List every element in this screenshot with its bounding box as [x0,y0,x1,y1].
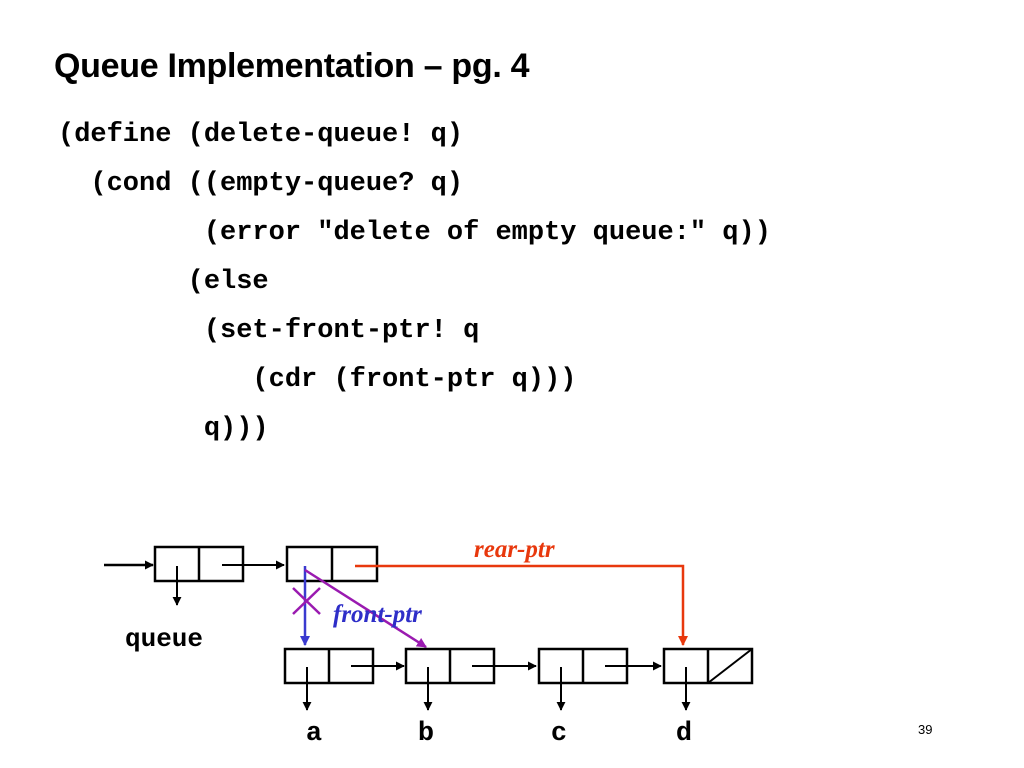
null-slash-icon [707,648,753,684]
new-front-ptr-arrow [304,568,427,649]
list-pair-d [662,647,754,685]
element-label-b: b [418,719,434,749]
queue-label: queue [125,624,203,654]
code-line-5: (set-front-ptr! q [58,316,480,346]
code-line-1: (define (delete-queue! q) [58,120,464,150]
element-label-c: c [551,719,567,749]
code-line-6: (cdr (front-ptr q))) [58,365,577,395]
code-line-7: q))) [58,414,269,444]
front-ptr-label: front-ptr [333,601,422,628]
rear-ptr-label: rear-ptr [474,536,555,563]
slide-title: Queue Implementation – pg. 4 [54,47,530,85]
element-label-a: a [306,719,322,749]
page-number: 39 [918,722,933,737]
pointer-pair [285,545,379,583]
element-label-d: d [676,719,692,749]
rear-ptr-arrow [355,564,688,646]
cross-mark-icon [292,587,321,615]
code-line-3: (error "delete of empty queue:" q)) [58,218,771,248]
code-line-2: (cond ((empty-queue? q) [58,169,464,199]
code-line-4: (else [58,267,269,297]
